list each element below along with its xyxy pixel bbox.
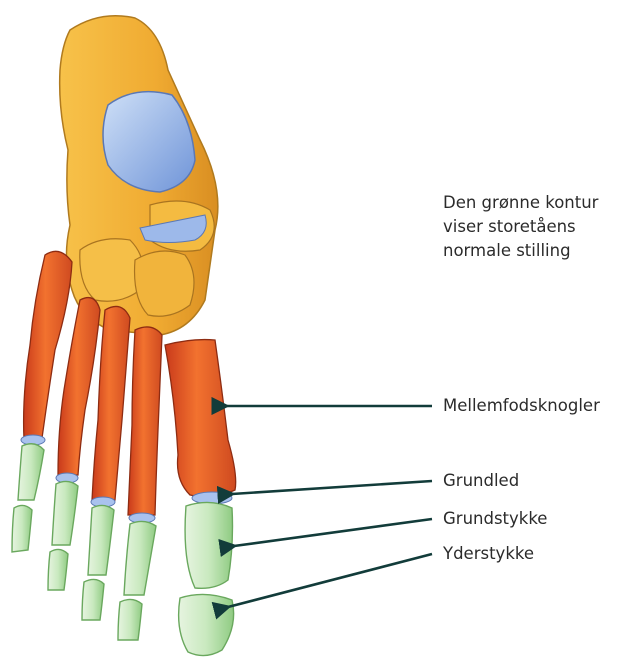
arrow-joint [232,481,432,494]
note-line-3: normale stilling [443,239,631,263]
annotation-arrows [226,406,432,607]
label-distal-phalanx: Yderstykke [443,544,534,564]
green-outline-note: Den grønne kontur viser storetåens norma… [443,191,631,263]
note-line-2: viser storetåens [443,215,631,239]
label-metatarsals: Mellemfodsknogler [443,396,600,416]
arrow-proximal-phalanx [234,519,432,546]
note-line-1: Den grønne kontur [443,191,631,215]
label-proximal-phalanx: Grundstykke [443,509,547,529]
arrow-distal-phalanx [228,554,432,607]
label-joint: Grundled [443,471,519,491]
